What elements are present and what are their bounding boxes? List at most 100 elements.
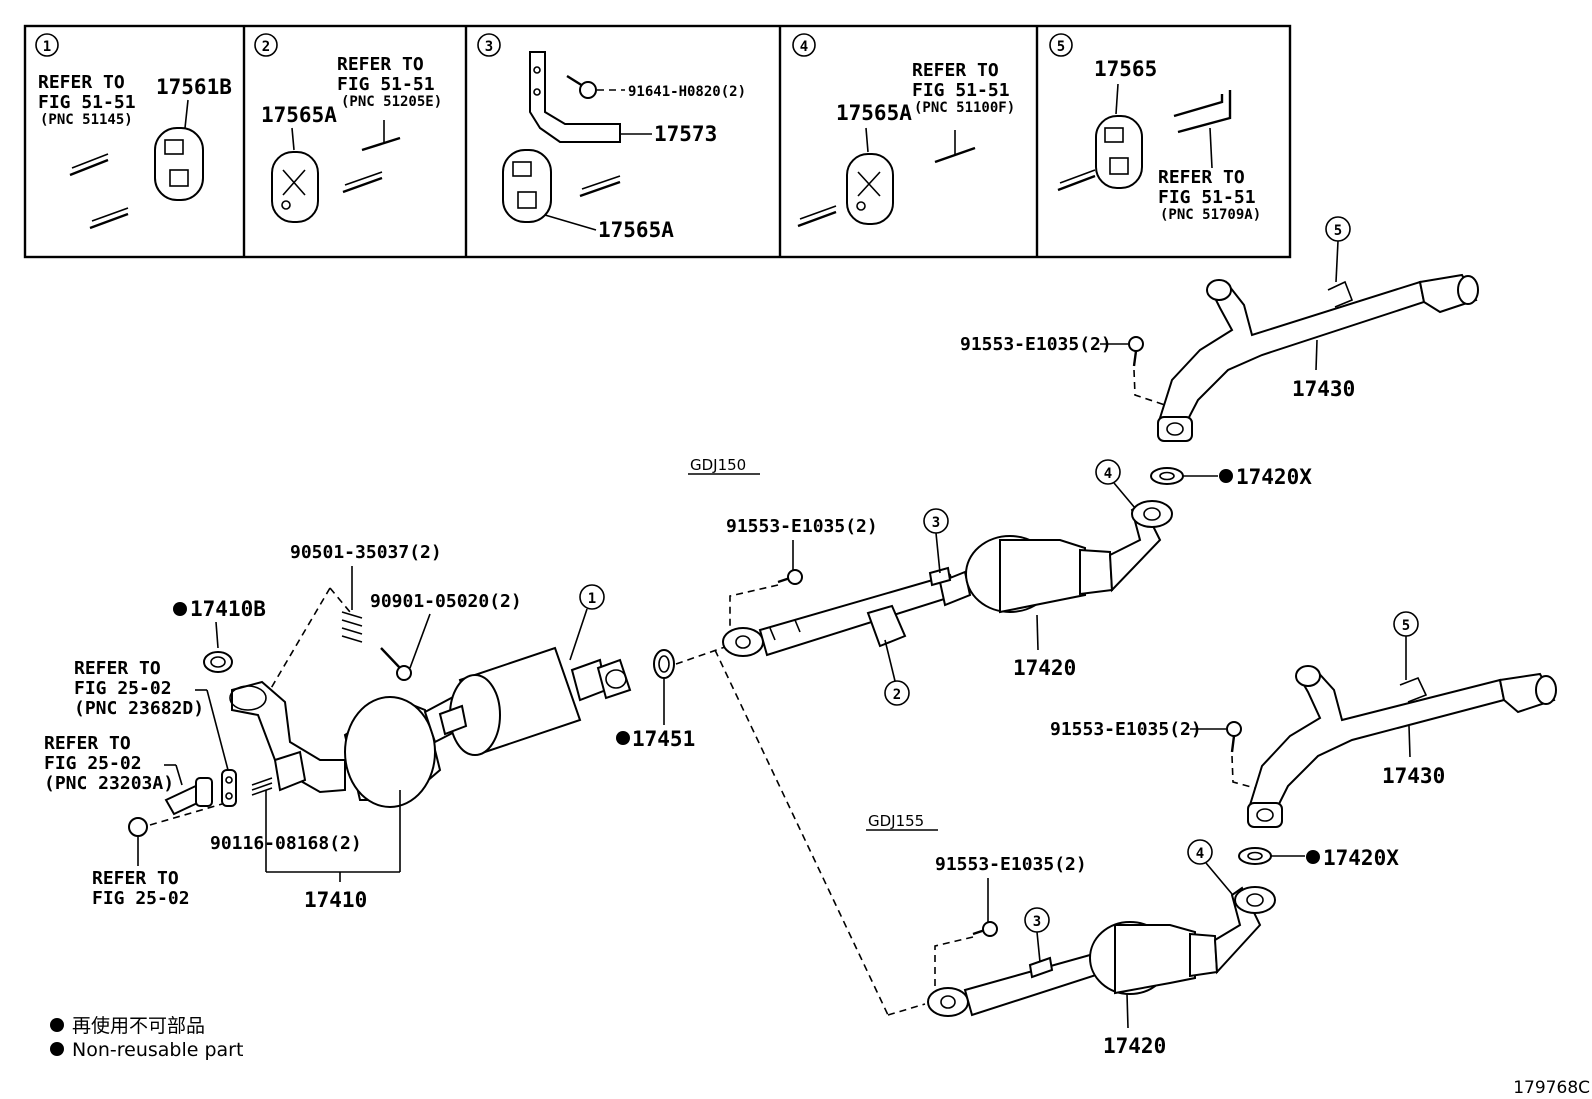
rubber-hanger-icon — [271, 151, 319, 223]
front-callout-1: 1 — [588, 591, 596, 607]
rubber-hanger-icon — [846, 153, 894, 225]
stud-90116-label: 90116-08168(2) — [210, 833, 362, 854]
refer-a-line-1: REFER TO — [74, 658, 161, 679]
gasket-17410b-label: 17410B — [190, 597, 266, 621]
gdj150-tail-bolt-label: 91553-E1035(2) — [960, 334, 1112, 355]
gdj155-tail-bolt-label: 91553-E1035(2) — [1050, 719, 1202, 740]
gdj155-bolt-label: 91553-E1035(2) — [935, 854, 1087, 875]
gdj150-callout-5: 5 — [1334, 223, 1342, 239]
box-1-part-number: 17561B — [156, 75, 232, 99]
bolt-icon — [1128, 336, 1144, 367]
hanger-rod-icon — [1173, 90, 1232, 134]
gdj155-gasket-label: 17420X — [1323, 846, 1399, 870]
refer-c-line-1: REFER TO — [92, 868, 179, 889]
gdj150-tail-17430-label: 17430 — [1292, 377, 1355, 401]
gdj150-label: GDJ150 — [690, 456, 746, 474]
center-pipe-17420-icon — [722, 500, 1173, 657]
box-4-refer-line-3: (PNC 51100F) — [914, 100, 1015, 116]
box-5-refer-line-3: (PNC 51709A) — [1160, 207, 1261, 223]
box-5-refer-line-1: REFER TO — [1158, 167, 1245, 188]
rubber-hanger-icon — [502, 149, 552, 223]
center-pipe-17420-icon — [927, 886, 1276, 1017]
gdj150-assembly: GDJ150 91553-E1035(2) 3 2 — [688, 216, 1479, 706]
refer-b-line-3: (PNC 23203A) — [44, 773, 174, 794]
tail-pipe-17430-icon — [1247, 665, 1557, 828]
gasket-17420x-icon — [1150, 467, 1184, 485]
box-1-number: 1 — [43, 39, 51, 55]
box-4-refer-line-2: FIG 51-51 — [912, 80, 1010, 101]
box-1-refer-line-3: (PNC 51145) — [40, 112, 133, 128]
gdj155-assembly: GDJ155 91553-E1035(2) 3 17420 4 — [866, 611, 1557, 1058]
callout-box-5: 5 17565 REFER TO FIG 51-51 (PNC 51709A) — [1049, 33, 1261, 223]
refer-b-line-2: FIG 25-02 — [44, 753, 142, 774]
box-4-number: 4 — [800, 39, 808, 55]
callout-box-frame — [23, 24, 1292, 259]
front-exhaust-pipe-icon — [229, 646, 632, 808]
gdj150-17420-label: 17420 — [1013, 656, 1076, 680]
gdj150-gasket-label: 17420X — [1236, 465, 1312, 489]
gasket-ring-icon — [203, 651, 233, 673]
figure-code: 179768C — [1513, 1078, 1590, 1098]
bolt-90501-label: 90501-35037(2) — [290, 542, 442, 563]
callout-box-1: 1 REFER TO FIG 51-51 (PNC 51145) 17561B — [35, 33, 232, 230]
spring-bolt-icon — [341, 611, 363, 643]
box-5-part-number: 17565 — [1094, 57, 1157, 81]
refer-a-line-3: (PNC 23682D) — [74, 698, 204, 719]
callout-box-2: 2 REFER TO FIG 51-51 (PNC 51205E) 17565A — [254, 33, 442, 223]
hanger-bracket-icon — [529, 51, 621, 143]
gdj155-callout-3: 3 — [1033, 914, 1041, 930]
box-4-refer-line-1: REFER TO — [912, 60, 999, 81]
rubber-hanger-icon — [1095, 115, 1143, 189]
box-5-refer-line-2: FIG 51-51 — [1158, 187, 1256, 208]
bolt-icon — [972, 921, 998, 937]
legend-bullet-icon — [50, 1042, 64, 1056]
box-3-bracket-part: 17573 — [654, 122, 717, 146]
callout-boxes: 1 REFER TO FIG 51-51 (PNC 51145) 17561B … — [23, 24, 1292, 259]
nut-90901-label: 90901-05020(2) — [370, 591, 522, 612]
box-5-number: 5 — [1057, 39, 1065, 55]
legend-bullet-icon — [50, 1018, 64, 1032]
gasket-plate-icon — [221, 769, 237, 807]
rubber-hanger-icon — [154, 127, 204, 201]
box-3-bolt-part: 91641-H0820(2) — [628, 84, 746, 100]
bolt-icon — [777, 569, 803, 585]
legend-jp: 再使用不可部品 — [72, 1015, 205, 1037]
gasket-17451-label: 17451 — [632, 727, 695, 751]
refer-a-line-2: FIG 25-02 — [74, 678, 172, 699]
gdj155-17420-label: 17420 — [1103, 1034, 1166, 1058]
gdj150-callout-4: 4 — [1104, 466, 1112, 482]
gdj155-tail-17430-label: 17430 — [1382, 764, 1445, 788]
box-2-part-number: 17565A — [261, 103, 337, 127]
egr-pipe-icon — [164, 777, 213, 816]
bolt-icon — [566, 74, 597, 99]
gasket-17451-icon — [653, 649, 675, 679]
stud-bolt-icon — [380, 647, 412, 681]
box-4-part-number: 17565A — [836, 101, 912, 125]
tail-pipe-17430-icon — [1157, 273, 1479, 442]
non-reusable-marker — [173, 602, 187, 616]
gasket-17420x-icon — [1238, 847, 1272, 865]
stud-icon — [251, 777, 273, 796]
gdj150-callout-2: 2 — [893, 687, 901, 703]
box-2-refer-line-1: REFER TO — [337, 54, 424, 75]
gdj155-callout-5: 5 — [1402, 618, 1410, 634]
box-1-refer-line-2: FIG 51-51 — [38, 92, 136, 113]
box-2-refer-line-2: FIG 51-51 — [337, 74, 435, 95]
legend-en: Non-reusable part — [72, 1039, 243, 1061]
box-1-refer-line-1: REFER TO — [38, 72, 125, 93]
gdj150-bolt-label: 91553-E1035(2) — [726, 516, 878, 537]
refer-c-line-2: FIG 25-02 — [92, 888, 190, 909]
box-2-refer-line-3: (PNC 51205E) — [341, 94, 442, 110]
legend: 再使用不可部品 Non-reusable part — [50, 1015, 243, 1061]
front-exhaust-assembly: 17410B REFER TO FIG 25-02 (PNC 23682D) R… — [44, 542, 926, 1016]
nut-icon — [128, 817, 148, 837]
gdj155-callout-4: 4 — [1196, 846, 1204, 862]
box-3-hanger-part: 17565A — [598, 218, 674, 242]
refer-b-line-1: REFER TO — [44, 733, 131, 754]
box-2-number: 2 — [262, 39, 270, 55]
callout-box-3: 3 91641-H0820(2) 17573 17565A — [477, 33, 746, 242]
bolt-icon — [1226, 721, 1242, 753]
box-3-number: 3 — [485, 39, 493, 55]
callout-box-4: 4 REFER TO FIG 51-51 (PNC 51100F) 17565A — [792, 33, 1015, 228]
